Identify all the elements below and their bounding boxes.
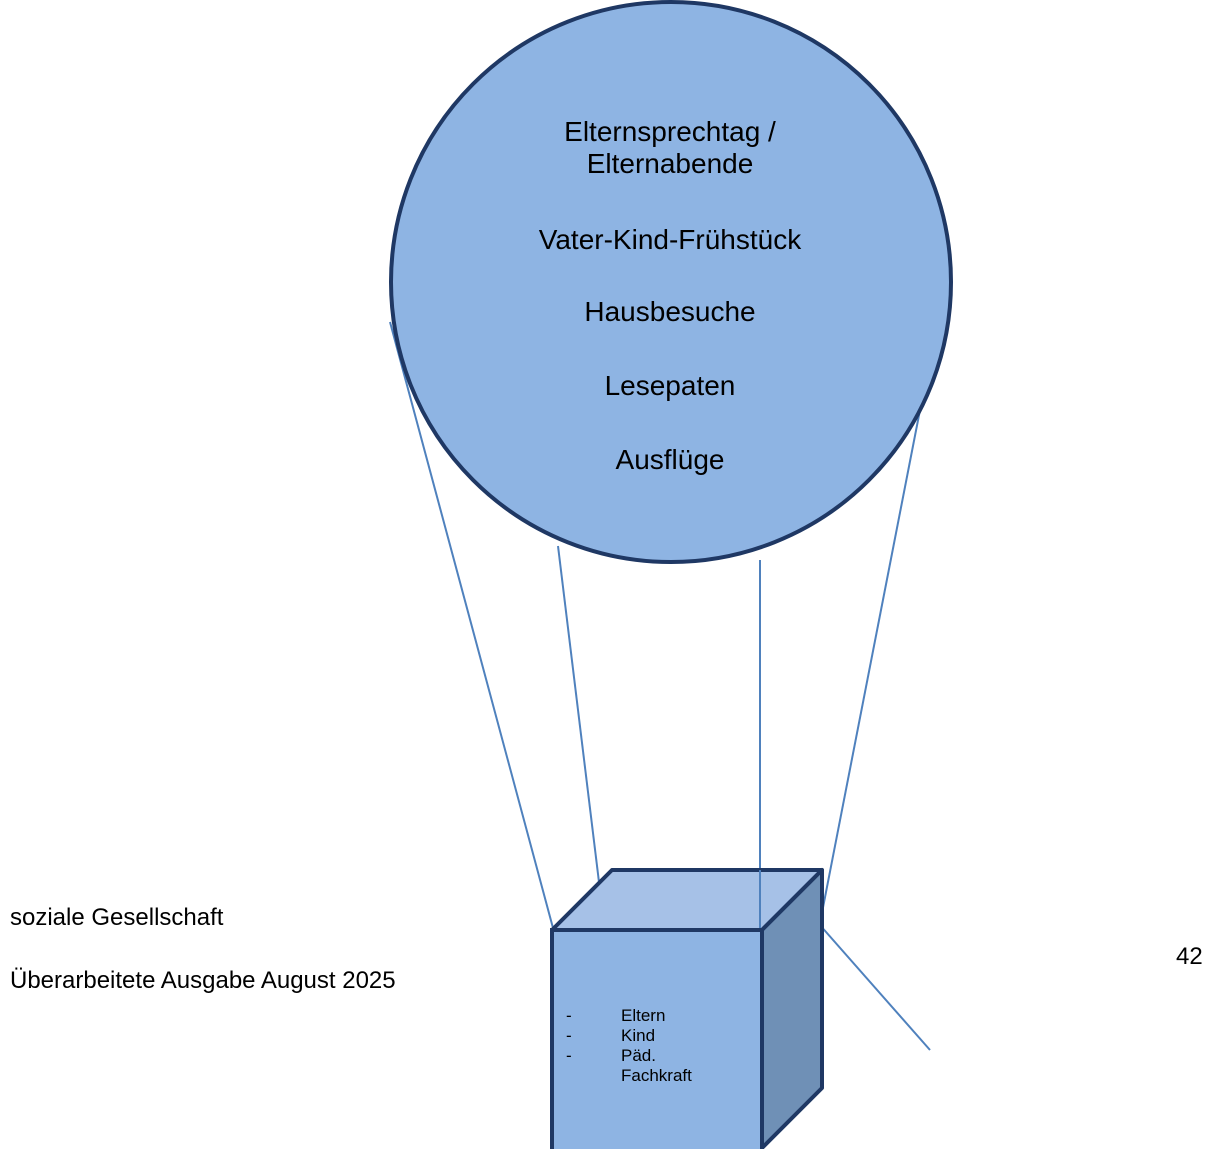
list-item-label: Päd. <box>621 1046 656 1065</box>
bullet-dash: - <box>566 1006 572 1025</box>
footer-organization: soziale Gesellschaft <box>10 904 224 931</box>
bullet-dash: - <box>566 1046 572 1065</box>
footer-edition-note: Überarbeitete Ausgabe August 2025 <box>10 967 396 994</box>
page-number: 42 <box>1176 943 1203 970</box>
rope-left-outer <box>389 321 554 929</box>
list-item-label: Eltern <box>621 1006 666 1025</box>
rope-left-inner <box>557 545 604 916</box>
balloon-item-ausfluege: Ausflüge <box>615 444 725 475</box>
list-item: - Eltern <box>566 1006 746 1026</box>
list-item: - Päd. <box>566 1046 746 1066</box>
balloon-item-line: Elternabende <box>586 148 754 179</box>
basket-participants-list: - Eltern - Kind - Päd. Fachkraft <box>566 1006 746 1086</box>
list-item-label: Kind <box>621 1026 656 1045</box>
rope-hanging <box>818 923 931 1051</box>
balloon-item-elternsprechtag: Elternsprechtag / Elternabende <box>430 116 910 180</box>
balloon-item-line: Elternsprechtag / <box>564 116 776 147</box>
list-item: - Kind <box>566 1026 746 1046</box>
balloon-item-hausbesuche: Hausbesuche <box>584 296 756 327</box>
balloon-envelope <box>389 0 953 564</box>
balloon-item-vater-kind: Vater-Kind-Frühstück <box>538 224 802 255</box>
rope-right-outer <box>818 409 921 929</box>
bullet-dash: - <box>566 1026 572 1045</box>
basket-front <box>550 928 764 1149</box>
list-item-continuation: Fachkraft <box>621 1066 692 1085</box>
balloon-item-lesepaten: Lesepaten <box>604 370 736 401</box>
